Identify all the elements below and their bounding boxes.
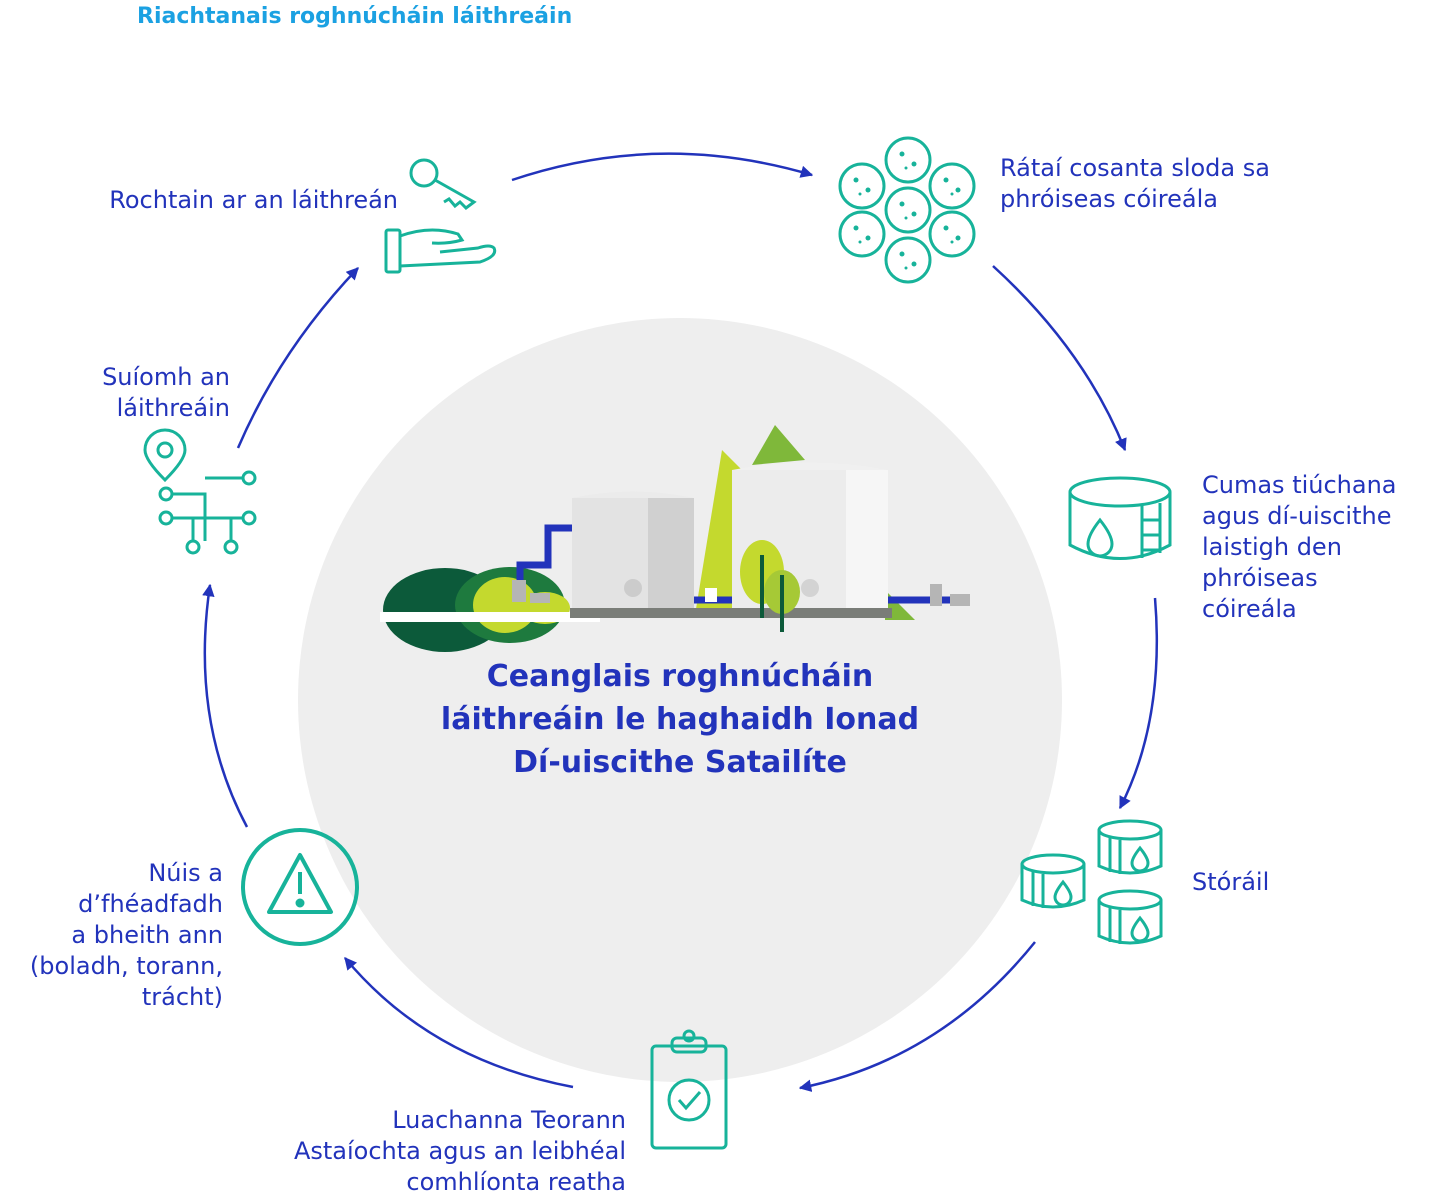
key-hand-icon: [384, 158, 497, 274]
center-title: Ceanglais roghnúcháin láithreáin le hagh…: [440, 659, 920, 780]
warning-icon: [241, 828, 359, 946]
arrow-location-to-access: [236, 267, 359, 449]
step-label-capacity: Cumas tiúchana agus dí-uiscithe laistigh…: [1202, 471, 1397, 623]
step-label-nuisance: Núis a d’fhéadfadh a bheith ann (boladh,…: [29, 859, 223, 1011]
cycle-arrows: [202, 152, 1159, 1092]
step-label-emission-limits: Luachanna Teorann Astaíochta agus an lei…: [293, 1106, 626, 1196]
arrow-limits-to-nuisance: [344, 957, 574, 1089]
plant-illustration: [380, 425, 970, 652]
arrow-nuisance-to-location: [202, 583, 249, 828]
tank-droplet-icon: [1068, 476, 1172, 560]
step-label-site-access: Rochtain ar an láithreán: [109, 186, 398, 214]
page-title: Riachtanais roghnúcháin láithreáin: [137, 4, 573, 29]
storage-tanks-icon: [1020, 819, 1163, 945]
arrow-capacity-to-storage: [1118, 597, 1159, 810]
step-label-site-location: Suíomh an láithreáin: [102, 363, 230, 422]
step-label-storage: Stóráil: [1192, 868, 1270, 896]
arrow-sludge-to-capacity: [992, 265, 1127, 452]
arrow-access-to-sludge: [511, 152, 814, 182]
clipboard-check-icon: [650, 1029, 728, 1150]
sludge-cells-icon: [838, 136, 976, 284]
location-network-icon: [143, 428, 257, 555]
arrow-storage-to-limits: [798, 941, 1036, 1092]
step-label-sludge-rates: Rátaí cosanta sloda sa phróiseas cóireál…: [1000, 154, 1270, 213]
